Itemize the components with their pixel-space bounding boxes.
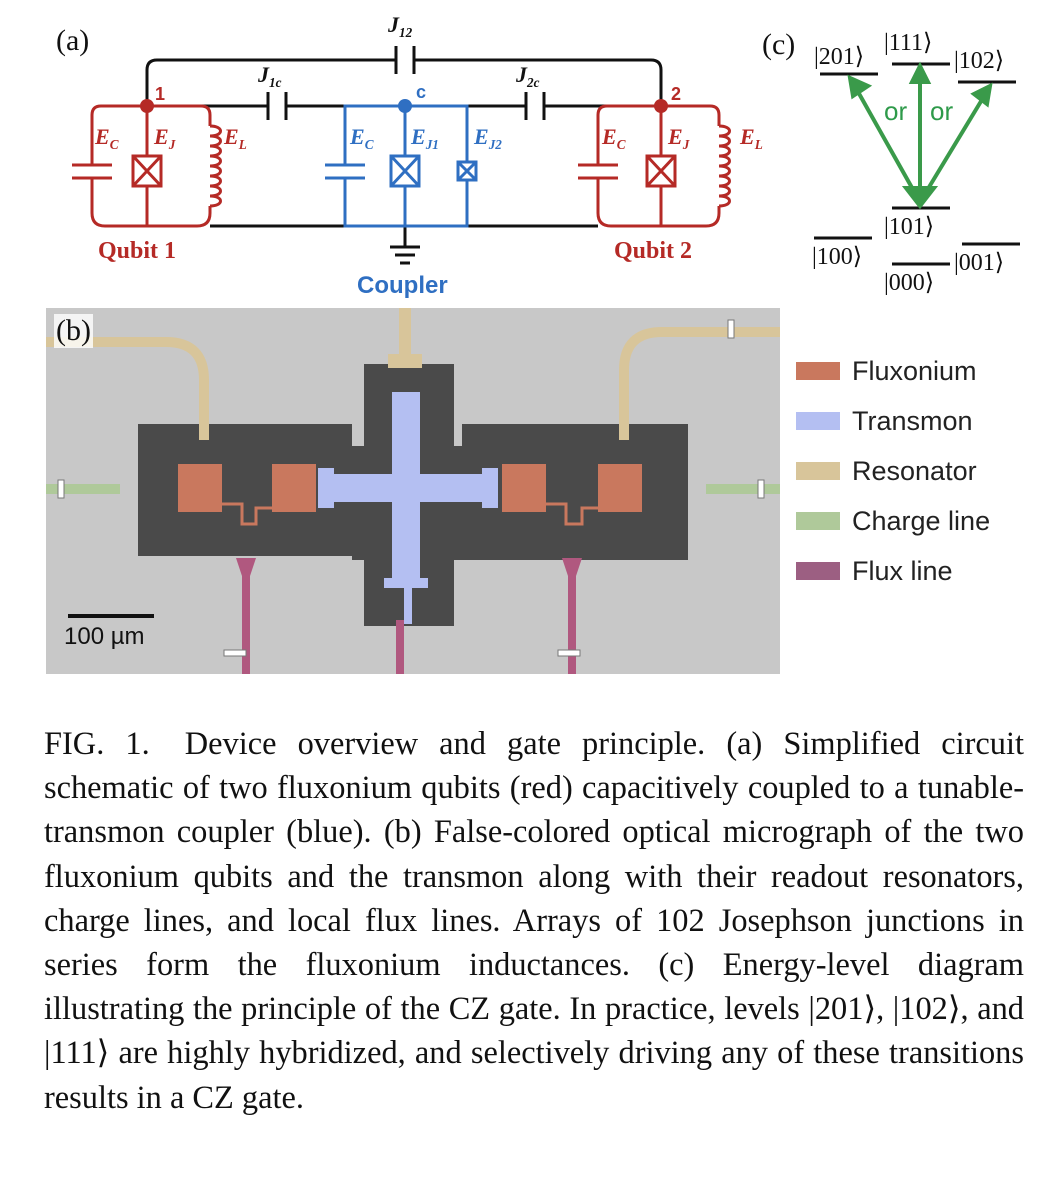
or-label-left: or — [882, 96, 910, 127]
qubit-2-label: Qubit 2 — [614, 238, 693, 264]
level-201: |201⟩ — [814, 44, 865, 70]
legend-swatch-fluxonium — [796, 362, 840, 380]
j2c-label: J2c — [516, 62, 540, 90]
energy-level-diagram — [814, 61, 1020, 266]
ej2-label: EJ2 — [474, 124, 502, 152]
level-101: |101⟩ — [884, 214, 935, 240]
ej-left-label: EJ — [154, 124, 176, 152]
legend-swatch-resonator — [796, 462, 840, 480]
legend-swatch-flux-line — [796, 562, 840, 580]
figure-caption: FIG. 1. Device overview and gate princip… — [44, 722, 1024, 1120]
caption-label: FIG. 1. — [44, 726, 150, 762]
coupler-label: Coupler — [357, 272, 448, 299]
node-1-label: 1 — [155, 84, 166, 104]
legend-item: Charge line — [796, 506, 990, 536]
micrograph-frame — [46, 308, 780, 674]
legend-label-transmon: Transmon — [852, 405, 973, 436]
caption-text: Device overview and gate principle. (a) … — [44, 726, 1024, 1116]
level-111: |111⟩ — [884, 30, 933, 56]
j1c-label: J1c — [258, 62, 282, 90]
level-100: |100⟩ — [812, 244, 863, 270]
ec-right-label: EC — [602, 124, 626, 152]
ec-left-label: EC — [95, 124, 119, 152]
panel-a-label: (a) — [56, 24, 90, 57]
legend-item: Transmon — [796, 406, 973, 436]
panel-b-label: (b) — [54, 314, 93, 348]
level-102: |102⟩ — [954, 48, 1005, 74]
el-right-label: EL — [740, 124, 763, 152]
legend-label-flux-line: Flux line — [852, 555, 953, 586]
ej-right-label: EJ — [668, 124, 690, 152]
legend-label-charge-line: Charge line — [852, 505, 991, 536]
legend-swatch-charge-line — [796, 512, 840, 530]
legend-swatch-transmon — [796, 412, 840, 430]
ej1-label: EJ1 — [411, 124, 439, 152]
qubit-2-circuit — [578, 104, 731, 228]
panel-c-label: (c) — [762, 28, 796, 61]
node-c-label: c — [416, 82, 427, 102]
coupler-circuit — [325, 104, 478, 228]
micrograph-image — [46, 308, 780, 674]
scale-bar-label: 100 µm — [64, 623, 145, 650]
legend-item: Fluxonium — [796, 356, 977, 386]
qubit-1-label: Qubit 1 — [98, 238, 177, 264]
legend-item: Flux line — [796, 556, 953, 586]
j12-label: J12 — [388, 12, 413, 40]
legend-label-fluxonium: Fluxonium — [852, 355, 977, 386]
el-left-label: EL — [224, 124, 247, 152]
legend-item: Resonator — [796, 456, 977, 486]
legend-label-resonator: Resonator — [852, 455, 977, 486]
or-label-right: or — [928, 96, 956, 127]
level-001: |001⟩ — [954, 250, 1005, 276]
node-2-label: 2 — [671, 84, 682, 104]
level-000: |000⟩ — [884, 270, 935, 296]
circuit-schematic — [72, 46, 731, 265]
scale-bar — [68, 614, 154, 618]
ec-coupler-label: EC — [350, 124, 374, 152]
